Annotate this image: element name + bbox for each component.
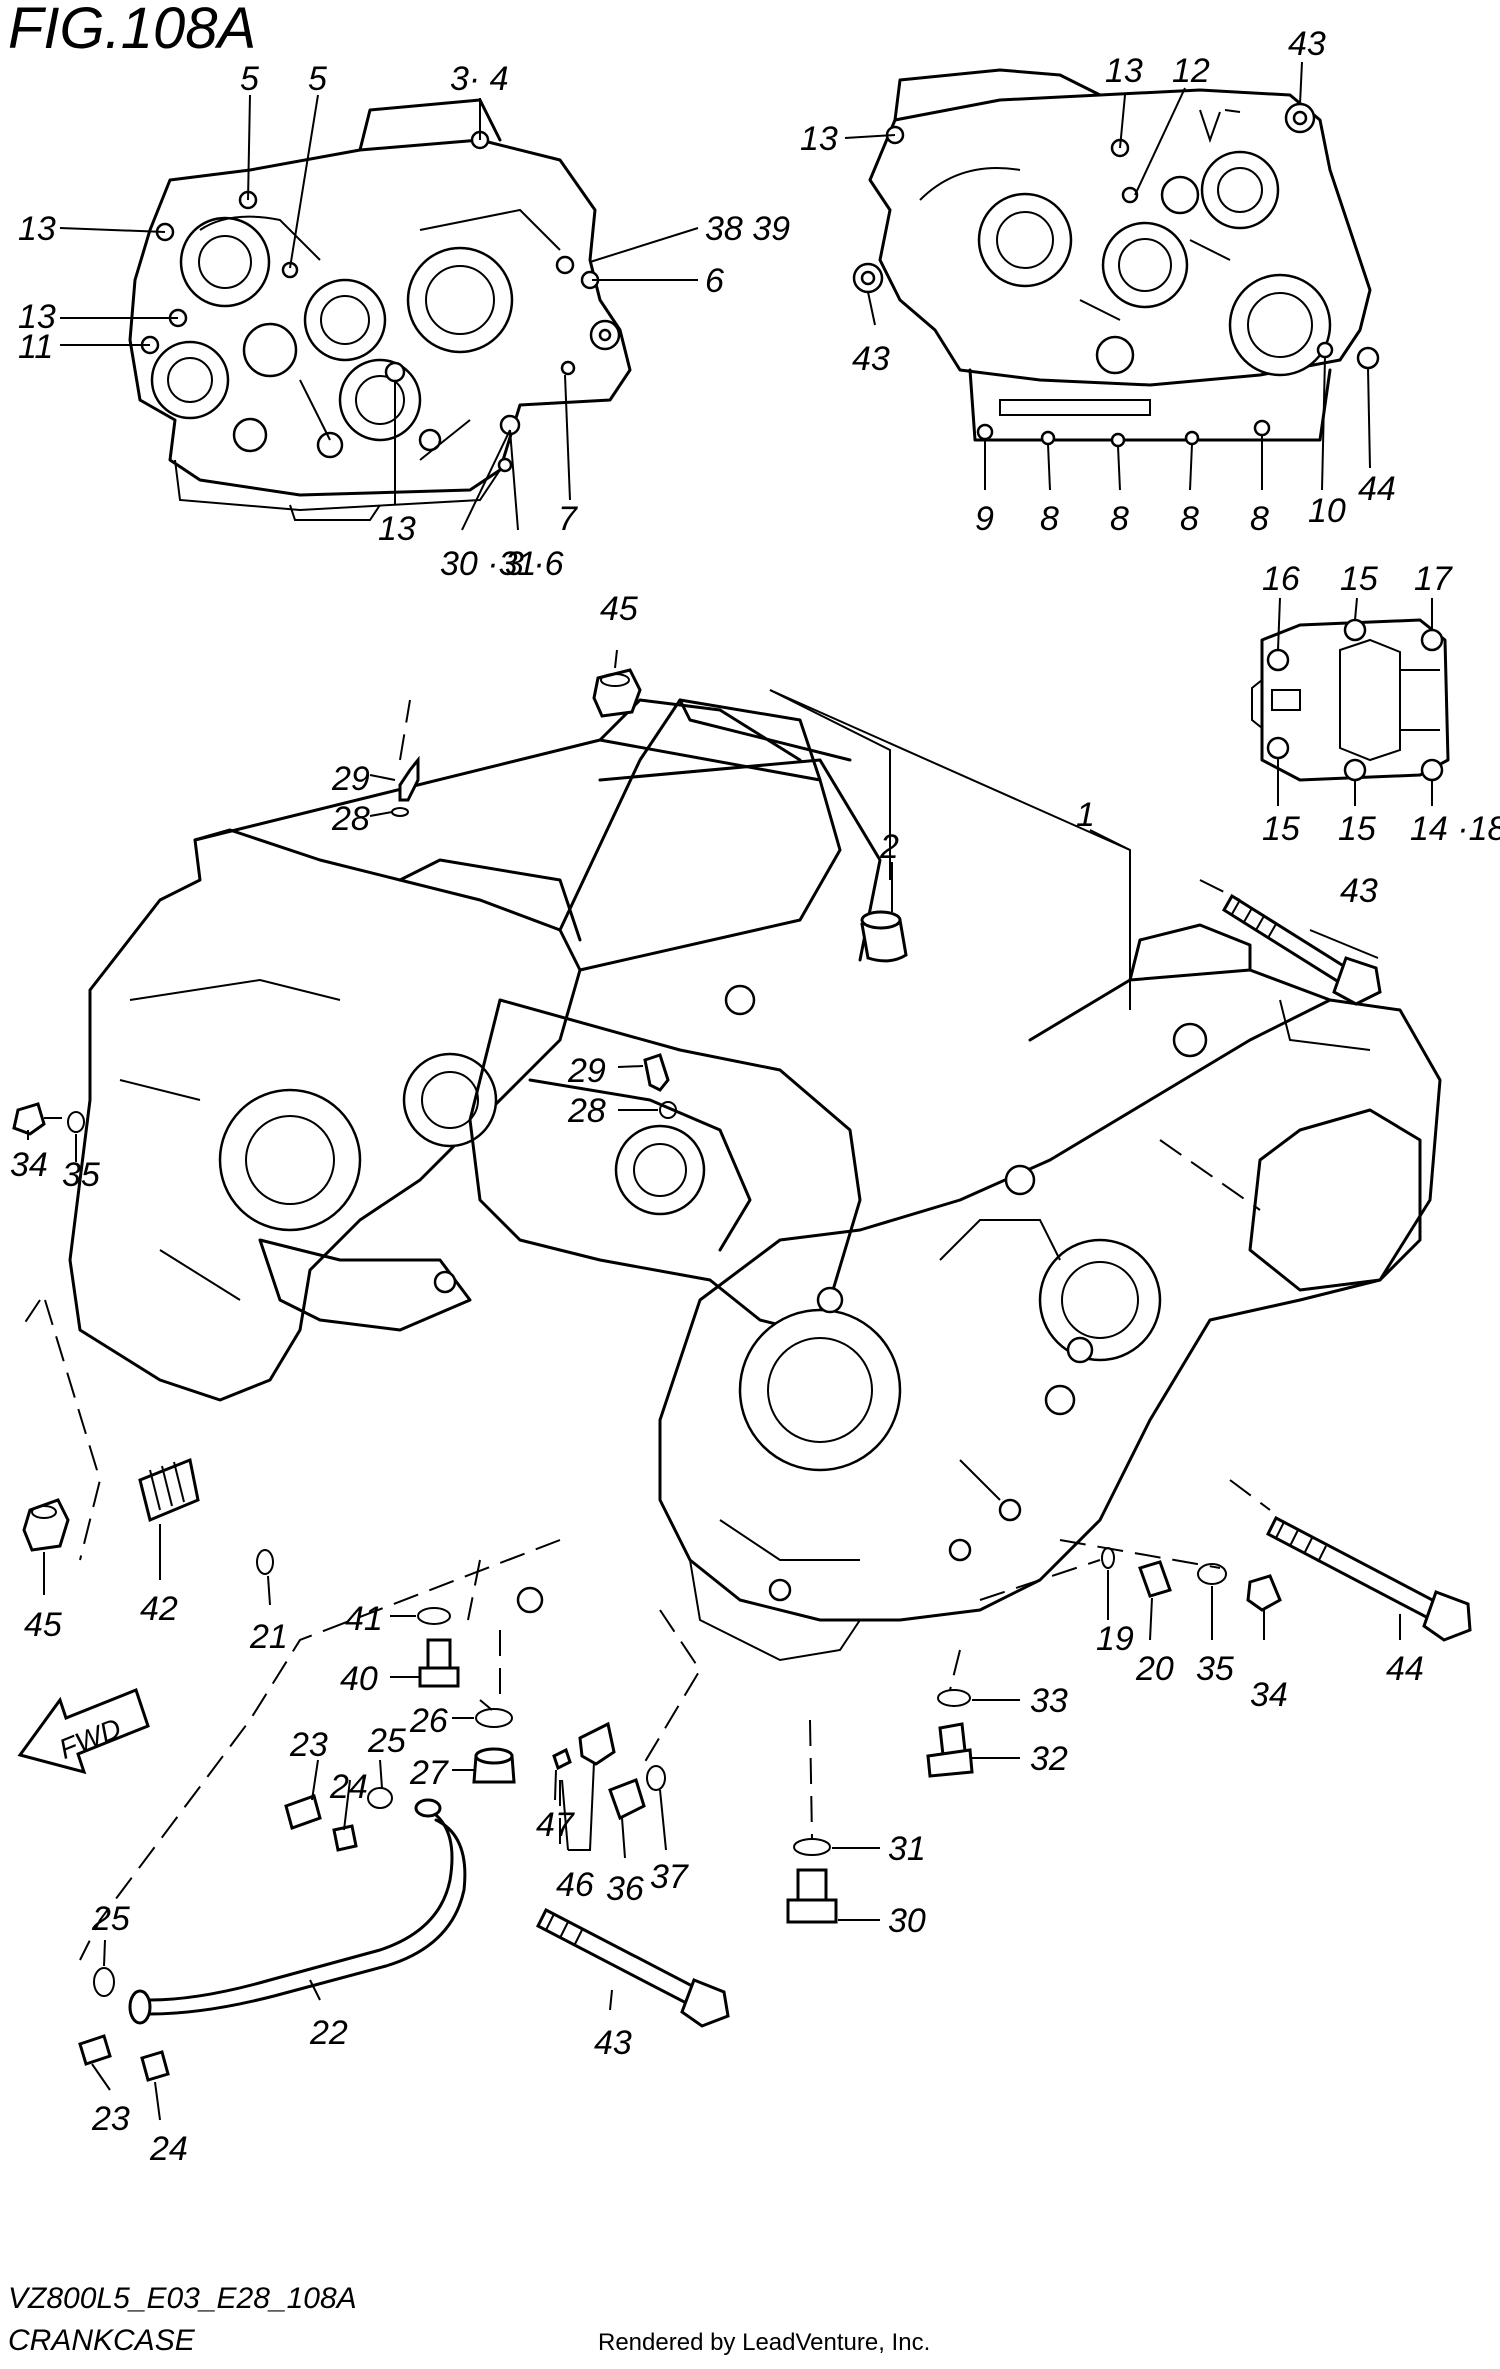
inset-left-case-half (128, 98, 632, 521)
callout-5: 5 (240, 60, 259, 98)
callout-40: 40 (340, 1660, 378, 1698)
callout-28: 28 (331, 800, 370, 838)
callout-31: 31 (888, 1830, 926, 1868)
callout-13: 13 (18, 210, 56, 248)
callout-29: 29 (331, 760, 370, 798)
callout-35: 35 (1196, 1650, 1234, 1688)
model-code: VZ800L5_E03_E28_108A (8, 2282, 357, 2315)
callout-36: 36 (606, 1870, 644, 1908)
callout-32: 32 (1030, 1740, 1068, 1778)
callout-20: 20 (1135, 1650, 1174, 1688)
callout-30-31: 30 ·31 (440, 545, 536, 583)
callout-24: 24 (149, 2130, 188, 2168)
callout-15: 15 (1262, 810, 1300, 848)
callout-2: 2 (879, 828, 899, 866)
callout-43: 43 (594, 2024, 632, 2062)
callout-30: 30 (888, 1902, 926, 1940)
callout-43: 43 (1288, 25, 1326, 63)
callout-22: 22 (309, 2014, 348, 2052)
inset-right-leaders (844, 61, 1371, 491)
callout-3-4: 3· 4 (450, 60, 509, 98)
callout-6: 6 (705, 262, 724, 300)
callout-28: 28 (567, 1092, 606, 1130)
callout-27: 27 (409, 1754, 449, 1792)
callout-37: 37 (650, 1858, 689, 1896)
callout-43: 43 (1340, 872, 1378, 910)
inset-left-leaders (59, 94, 699, 531)
callout-5: 5 (308, 60, 327, 98)
callout-13: 13 (378, 510, 416, 548)
callout-26: 26 (409, 1702, 448, 1740)
callout-8: 8 (1040, 500, 1059, 538)
callout-24: 24 (329, 1768, 368, 1806)
fwd-direction-arrow: FWD (17, 1688, 150, 1775)
callout-23: 23 (289, 1726, 328, 1764)
callout-33: 33 (1030, 1682, 1068, 1720)
callout-12: 12 (1172, 52, 1210, 90)
callout-46: 46 (556, 1866, 594, 1904)
render-credit: Rendered by LeadVenture, Inc. (598, 2329, 930, 2356)
callout-21: 21 (249, 1618, 288, 1656)
callout-1: 1 (1076, 796, 1095, 834)
callout-45: 45 (24, 1606, 62, 1644)
figure-title: FIG.108A (8, 0, 256, 61)
callout-44: 44 (1386, 1650, 1424, 1688)
callout-8: 8 (1110, 500, 1129, 538)
callout-15: 15 (1338, 810, 1376, 848)
callout-8: 8 (1180, 500, 1199, 538)
callout-44: 44 (1358, 470, 1396, 508)
callout-16: 16 (1262, 560, 1300, 598)
callout-10: 10 (1308, 492, 1346, 530)
callout-7: 7 (558, 500, 578, 538)
callout-13: 13 (18, 298, 56, 336)
callout-11: 11 (18, 328, 53, 366)
callout-29: 29 (567, 1052, 606, 1090)
callout-35: 35 (62, 1156, 100, 1194)
callout-9: 9 (975, 500, 994, 538)
callout-42: 42 (140, 1590, 178, 1628)
callout-34: 34 (1250, 1676, 1288, 1714)
callout-13: 13 (1105, 52, 1143, 90)
fasteners-and-fittings (12, 668, 1472, 2082)
inset-cover-plate (1251, 597, 1450, 806)
callout-47: 47 (536, 1806, 575, 1844)
callout-14-18: 14 ·18 (1410, 810, 1500, 848)
main-crankcase-assembly (68, 698, 1442, 1662)
callout-19: 19 (1096, 1620, 1134, 1658)
callout-34: 34 (10, 1146, 48, 1184)
callout-41: 41 (345, 1600, 383, 1638)
callout-45: 45 (600, 590, 638, 628)
callout-17: 17 (1414, 560, 1453, 598)
inset-right-case-half (852, 68, 1380, 448)
callout-43: 43 (852, 340, 890, 378)
callout-15: 15 (1340, 560, 1378, 598)
callout-25: 25 (91, 1900, 130, 1938)
section-name: CRANKCASE (8, 2324, 196, 2357)
callout-8: 8 (1250, 500, 1269, 538)
callout-13: 13 (800, 120, 838, 158)
main-leaders (19, 649, 1401, 2121)
callout-38-39: 38 39 (705, 210, 790, 248)
callout-3-6: 3 ·6 (505, 545, 564, 583)
callout-25: 25 (367, 1722, 406, 1760)
callout-labels: 5 5 3· 4 13 13 11 38 39 6 7 13 30 ·31 3 … (10, 25, 1500, 2168)
callout-23: 23 (91, 2100, 130, 2138)
